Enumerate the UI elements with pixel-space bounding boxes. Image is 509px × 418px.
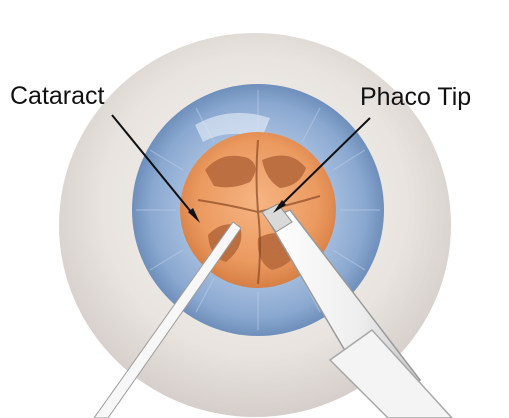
cataract-label: Cataract	[10, 84, 104, 109]
phaco-tip-label: Phaco Tip	[360, 85, 471, 110]
